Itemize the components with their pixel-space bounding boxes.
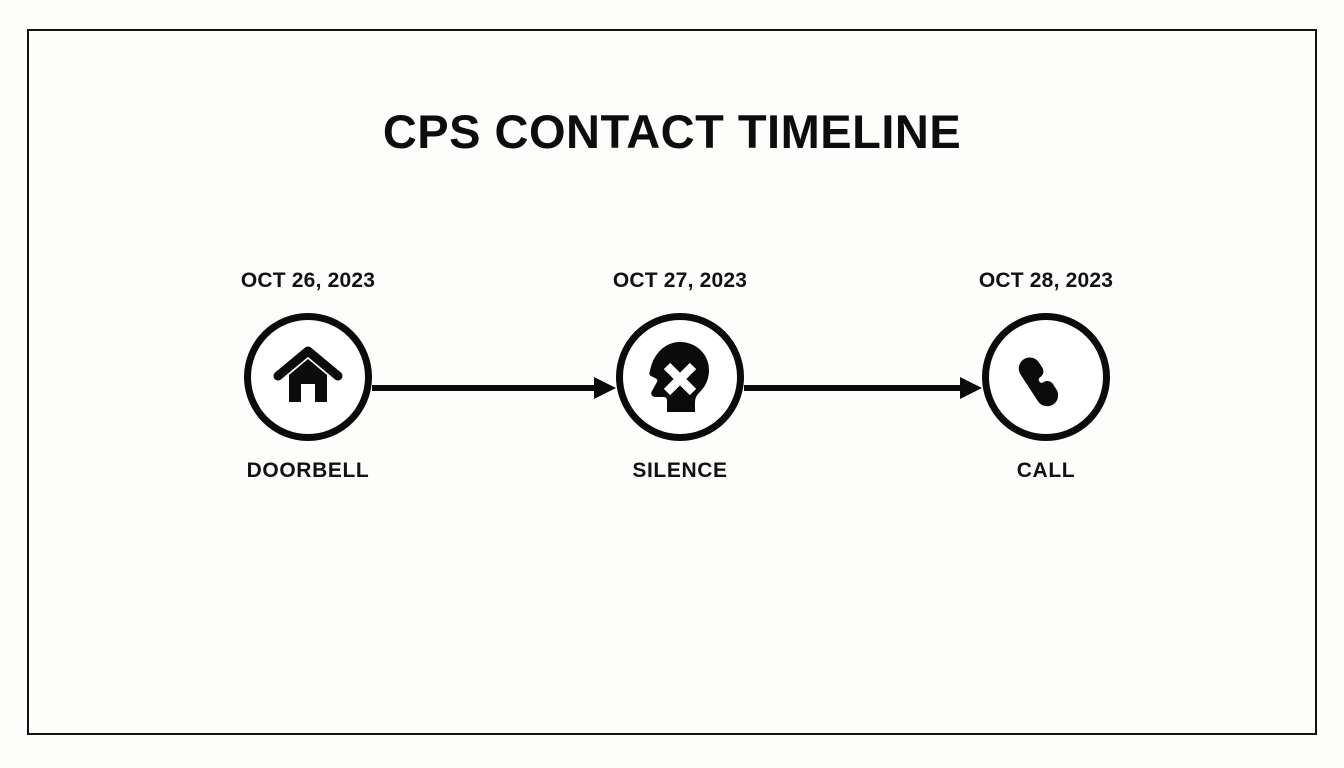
timeline-node-date: OCT 26, 2023 xyxy=(240,269,376,292)
house-icon xyxy=(273,346,343,402)
page-title: CPS CONTACT TIMELINE xyxy=(382,105,962,158)
timeline-node-label: DOORBELL xyxy=(246,459,370,482)
phone-handset-icon xyxy=(1018,357,1059,407)
timeline-node-marker[interactable] xyxy=(982,313,1110,441)
arrow-doorbell-to-silence xyxy=(372,377,616,399)
arrow-silence-to-call xyxy=(744,377,982,399)
head-with-x-icon xyxy=(649,342,709,412)
timeline-node-doorbell[interactable]: OCT 26, 2023 DOORBELL xyxy=(178,262,438,502)
timeline-node-label: SILENCE xyxy=(632,459,728,482)
timeline-node-marker[interactable] xyxy=(616,313,744,441)
slide-border-frame xyxy=(27,29,1317,735)
timeline-node-label: CALL xyxy=(1016,459,1076,482)
timeline-node-marker[interactable] xyxy=(244,313,372,441)
timeline-node-date: OCT 28, 2023 xyxy=(978,269,1114,292)
timeline-node-silence[interactable]: OCT 27, 2023 SILENCE xyxy=(550,262,810,502)
timeline-node-call[interactable]: OCT 28, 2023 CALL xyxy=(916,262,1176,502)
timeline-node-date: OCT 27, 2023 xyxy=(612,269,748,292)
timeline-container: OCT 26, 2023 DOORBELL OCT 27, 2023 SILEN… xyxy=(0,262,1344,502)
